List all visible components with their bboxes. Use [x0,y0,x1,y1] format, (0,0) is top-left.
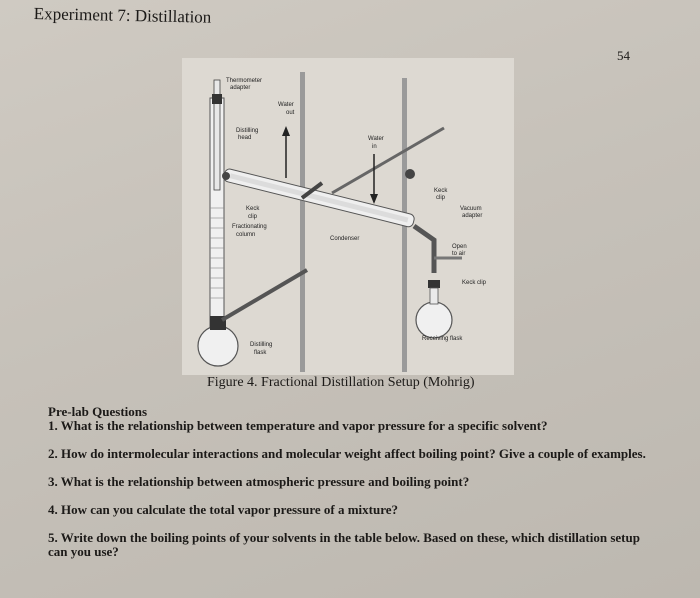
question-2: 2. How do intermolecular interactions an… [48,446,646,461]
label-water-in-2: in [372,144,377,150]
keck-clip-left-shape [222,172,230,180]
prelab-heading: Pre-lab Questions [48,404,148,419]
label-water-out-2: out [286,110,295,116]
label-thermometer-adapter-2: adapter [230,85,250,91]
label-vacuum-adapter-1: Vacuum [460,206,482,212]
page-number: 54 [617,48,630,63]
distilling-flask-shape [197,325,239,367]
receiving-flask-shape [415,301,453,339]
keck-clip-bottom-shape [428,280,440,288]
label-keck-clip-top-1: Keck [434,188,448,194]
water-in-tube [331,126,445,195]
keck-clip-top-shape [405,169,415,179]
label-fractionating-column-2: column [236,232,255,238]
label-keck-clip-bottom: Keck clip [462,280,487,286]
question-1: 1. What is the relationship between temp… [48,418,548,433]
label-distilling-flask-2: flask [254,350,267,356]
label-open-to-air-1: Open [452,244,467,250]
thermometer-shape [213,79,221,191]
label-keck-clip-left-1: Keck [246,206,260,212]
question-3: 3. What is the relationship between atmo… [48,474,470,489]
label-receiving-flask: Receiving flask [422,336,463,342]
label-water-out-1: Water [278,102,294,108]
condenser-clamp [300,181,324,200]
label-condenser: Condenser [330,236,359,242]
vacuum-adapter-shape [412,223,437,273]
question-5: 5. Write down the boiling points of your… [48,530,640,559]
label-open-to-air-2: to air [452,251,465,257]
label-distilling-head-2: head [238,135,251,141]
label-water-in-1: Water [368,136,384,142]
thermometer-adapter-shape [212,94,222,104]
prelab-questions: Pre-lab Questions 1. What is the relatio… [48,405,648,573]
label-distilling-flask-1: Distilling [250,342,272,348]
label-vacuum-adapter-2: adapter [462,213,482,219]
label-keck-clip-left-2: clip [248,214,258,220]
figure-caption: Figure 4. Fractional Distillation Setup … [207,375,475,390]
label-fractionating-column-1: Fractionating [232,224,267,230]
flask-clamp-arm [220,268,309,322]
page-title: Experiment 7: Distillation [33,4,212,27]
stand-rod-center [300,72,305,372]
question-4: 4. How can you calculate the total vapor… [48,502,399,517]
label-thermometer-adapter-1: Thermometer [226,78,262,84]
label-keck-clip-top-2: clip [436,195,446,201]
distillation-apparatus-drawing: Thermometer adapter Water out Distilling… [197,72,487,372]
label-distilling-head-1: Distilling [236,128,258,134]
distillation-figure: Thermometer adapter Water out Distilling… [182,58,514,375]
